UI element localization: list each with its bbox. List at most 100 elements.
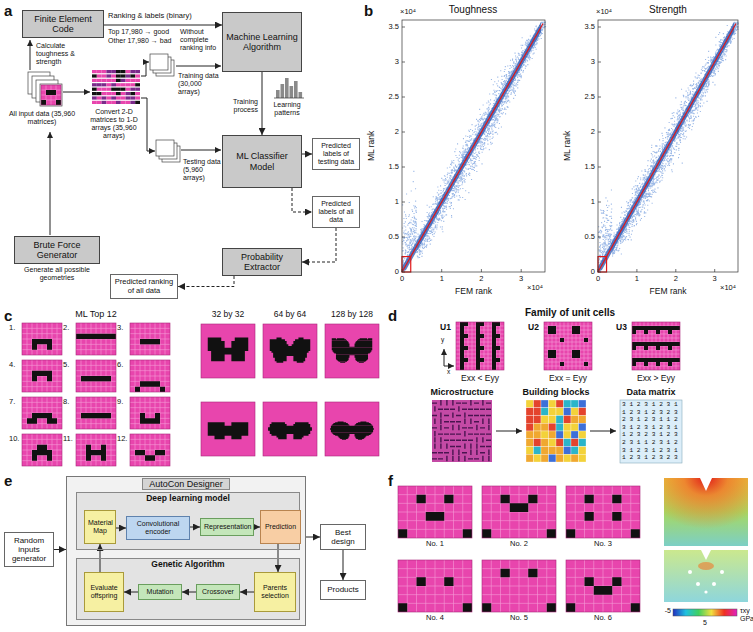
tick-label: 0 <box>394 275 410 284</box>
array-cell <box>102 88 107 91</box>
resolution-design <box>325 402 379 456</box>
array-cell <box>92 79 97 82</box>
building-block <box>549 423 557 431</box>
top-design <box>130 397 170 429</box>
tick-label: 1.5 <box>377 163 399 172</box>
connector-arrow <box>302 228 336 262</box>
callout-number: 11. <box>63 435 76 444</box>
annotation: Learning patterns <box>268 101 306 117</box>
output-box: Predicted labels of all data <box>312 196 360 228</box>
array-cell <box>135 74 140 77</box>
annotation: All input data (35,960 matrices) <box>3 110 81 126</box>
matrix-row: 1 2 3 1 2 3 2 3 <box>622 454 682 462</box>
array-cell <box>135 96 140 99</box>
array-cell <box>92 101 97 104</box>
design-number: No. 6 <box>583 614 623 623</box>
pattern-bar <box>276 90 280 98</box>
plot-area <box>402 20 545 272</box>
box-label: Probability Extractor <box>226 252 298 273</box>
array-cell <box>102 83 107 86</box>
panel-f-art <box>664 478 748 616</box>
connector-arrow <box>302 154 312 155</box>
connector-arrow <box>343 550 344 580</box>
step-box: Crossover <box>196 584 240 600</box>
array-cell <box>106 79 111 82</box>
grid-line <box>76 323 116 355</box>
building-block <box>526 447 534 455</box>
box-label: Random inputs generator <box>8 536 50 564</box>
grid-border <box>632 322 680 370</box>
grid-border <box>130 360 170 392</box>
solid-cell <box>398 577 472 612</box>
box-label: Prediction <box>265 523 296 531</box>
grid-line <box>566 560 640 612</box>
training-stack <box>150 54 168 70</box>
box-label: Machine Learning Algorithm <box>226 32 298 53</box>
grid-border <box>482 560 556 612</box>
array-cell <box>121 101 126 104</box>
optimized-design <box>482 560 556 612</box>
grid-border <box>456 322 504 370</box>
callout-number: 1. <box>9 324 22 333</box>
array-cell <box>111 83 116 86</box>
solid-cell <box>482 569 556 612</box>
tick-label: 3 <box>707 275 723 284</box>
arrow <box>176 66 221 67</box>
tick-mark <box>402 27 521 272</box>
building-block <box>571 439 579 447</box>
array-cell <box>106 92 111 95</box>
array-cell <box>135 83 140 86</box>
unit-cell <box>544 322 592 370</box>
grid-border <box>566 560 640 612</box>
building-block <box>579 400 587 408</box>
stress-map <box>664 478 748 546</box>
tick-label: 3 <box>573 58 595 67</box>
grid-border <box>22 434 62 466</box>
building-block <box>556 400 564 408</box>
grid-border <box>76 397 116 429</box>
building-block <box>534 431 542 439</box>
tick-label: 2 <box>377 128 399 137</box>
array-cell <box>102 101 107 104</box>
box-label: Brute Force Generator <box>18 240 96 261</box>
array-cell <box>97 83 102 86</box>
connector-arrow <box>292 188 312 212</box>
axis-title: ML rank <box>563 116 573 176</box>
building-block <box>549 431 557 439</box>
building-block <box>541 408 549 416</box>
building-block <box>549 447 557 455</box>
plot-title: Strength <box>628 4 708 16</box>
grid-border <box>22 397 62 429</box>
callout-number: 9. <box>117 398 130 407</box>
solid-cell <box>81 376 111 381</box>
solid-cell <box>270 338 311 363</box>
array-cell <box>135 88 140 91</box>
building-block <box>541 447 549 455</box>
cell-name: U1 <box>440 323 454 333</box>
grid-border <box>325 324 379 378</box>
box-title: AutoCon Designer <box>142 478 230 490</box>
zoom-box <box>598 257 607 272</box>
void <box>712 582 716 586</box>
step-title: Data matrix <box>616 387 686 397</box>
callout-number: 10. <box>9 435 22 444</box>
building-block <box>564 431 572 439</box>
axis-multiplier: ×10⁴ <box>400 8 428 17</box>
array-cell <box>126 70 131 73</box>
building-block <box>556 439 564 447</box>
callout-number: 12. <box>117 435 130 444</box>
pattern-bar <box>285 78 289 98</box>
tick-label: 1.5 <box>573 163 595 172</box>
array-cell <box>121 96 126 99</box>
bar-axis <box>274 98 304 99</box>
arrow <box>30 40 31 70</box>
matrix-row: 3 1 2 3 1 2 3 1 <box>622 424 682 432</box>
box-label: Crossover <box>202 588 234 596</box>
array-cell <box>126 79 131 82</box>
building-block <box>564 400 572 408</box>
annotation: Training process <box>220 98 258 114</box>
grid-line <box>22 434 62 466</box>
array-cell <box>102 79 107 82</box>
void <box>720 570 724 574</box>
tick-label: 2.5 <box>573 93 595 102</box>
